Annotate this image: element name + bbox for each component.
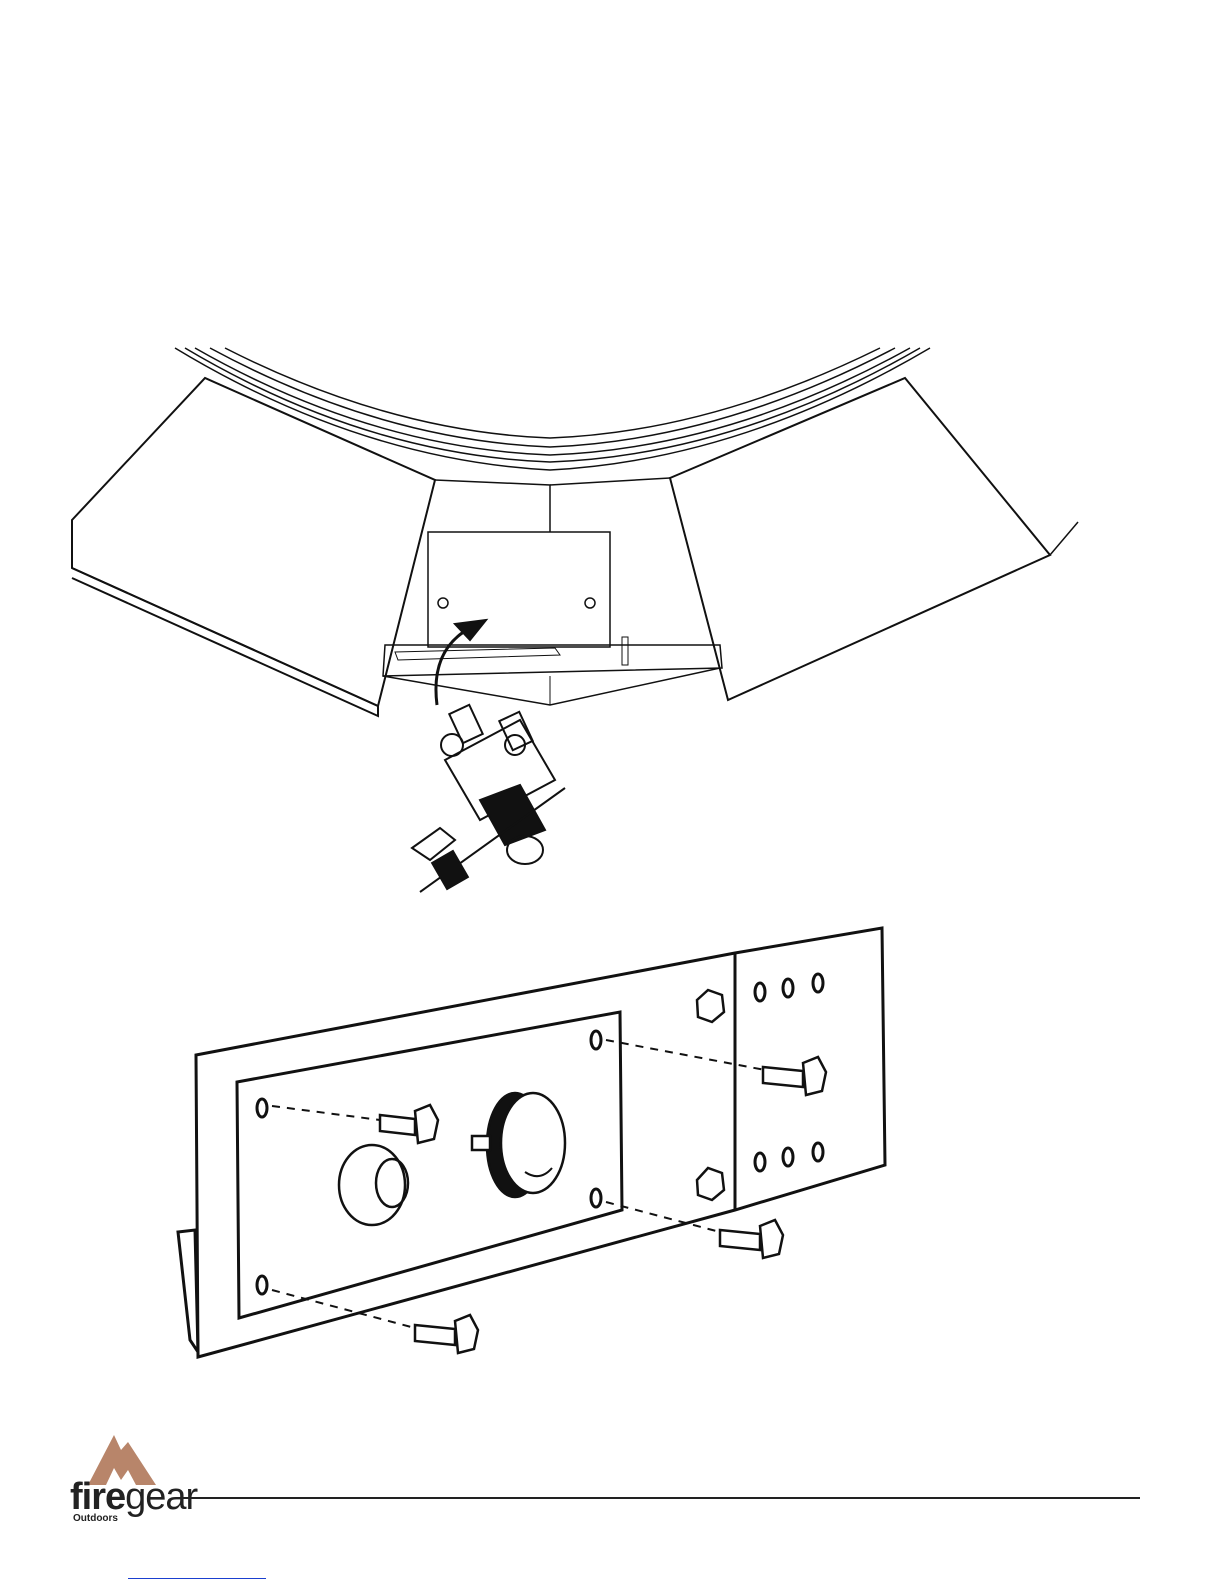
insertion-arrow bbox=[436, 628, 470, 705]
hex-nuts bbox=[697, 990, 724, 1200]
screws bbox=[380, 1057, 826, 1353]
mounting-plate-illustration bbox=[0, 920, 1225, 1400]
bottom-rail bbox=[383, 645, 722, 676]
footer-link-underline[interactable] bbox=[128, 1578, 266, 1579]
footer-rule bbox=[180, 1497, 1140, 1499]
fire-pit-ring-edges bbox=[175, 348, 930, 470]
gas-valve-assembly bbox=[412, 705, 565, 892]
access-panel bbox=[428, 532, 610, 647]
brand-tagline: Outdoors bbox=[73, 1513, 118, 1524]
brand-name-part1: fire bbox=[70, 1476, 125, 1518]
brand-wordmark: firegear bbox=[70, 1478, 197, 1516]
igniter-button bbox=[339, 1145, 408, 1225]
control-knob bbox=[472, 1093, 565, 1197]
valve-plate bbox=[237, 1012, 622, 1318]
fire-pit-valve-illustration bbox=[0, 0, 1225, 920]
